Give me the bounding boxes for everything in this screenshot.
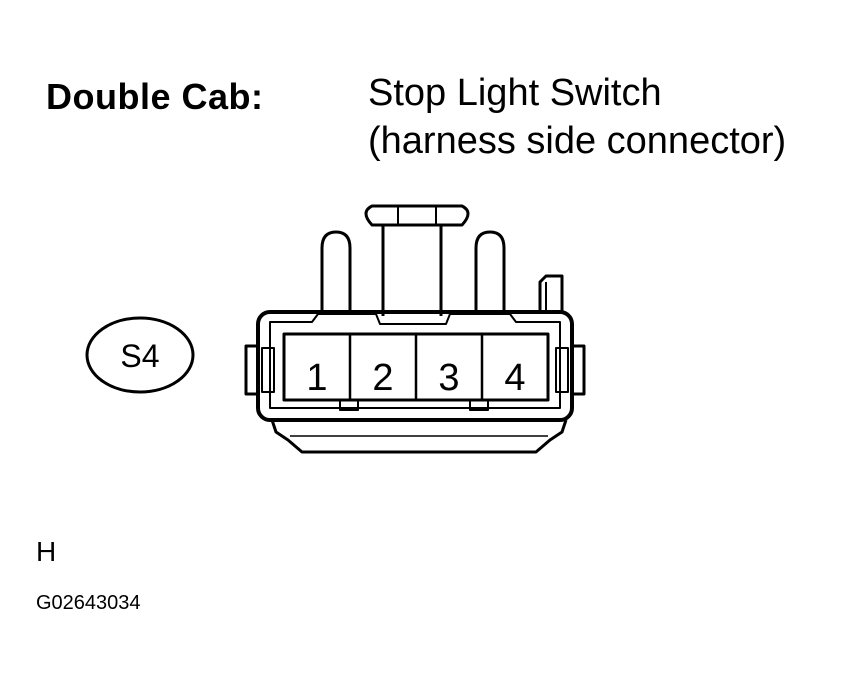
latch-tab — [397, 205, 437, 226]
connector-code-badge: S4 — [85, 316, 195, 394]
key-bump-left — [339, 399, 359, 411]
connector-housing — [244, 204, 586, 454]
pin-4-label: 4 — [504, 357, 525, 399]
connector-code-label: S4 — [120, 338, 159, 374]
pin-2-label: 2 — [372, 357, 393, 399]
latch-stem — [381, 223, 443, 316]
pin-1-label: 1 — [306, 357, 327, 399]
right-side-lock — [572, 344, 586, 396]
pin-3-label: 3 — [438, 357, 459, 399]
component-title: Stop Light Switch — [368, 72, 662, 114]
left-side-lock — [244, 344, 258, 396]
top-latch — [364, 204, 470, 227]
key-bump-right — [469, 399, 489, 411]
left-post — [320, 230, 352, 312]
connector-body-inner — [269, 313, 561, 409]
pin-numbers: 1 2 3 4 — [306, 357, 525, 399]
connector-body-outer — [256, 310, 574, 422]
right-tab — [538, 274, 564, 312]
component-subtitle: (harness side connector) — [368, 120, 787, 162]
vehicle-type-heading: Double Cab: — [46, 76, 264, 117]
bottom-flange — [270, 419, 568, 454]
figure-id: G02643034 — [36, 592, 141, 614]
right-post — [474, 230, 506, 312]
footer-letter: H — [36, 536, 57, 567]
